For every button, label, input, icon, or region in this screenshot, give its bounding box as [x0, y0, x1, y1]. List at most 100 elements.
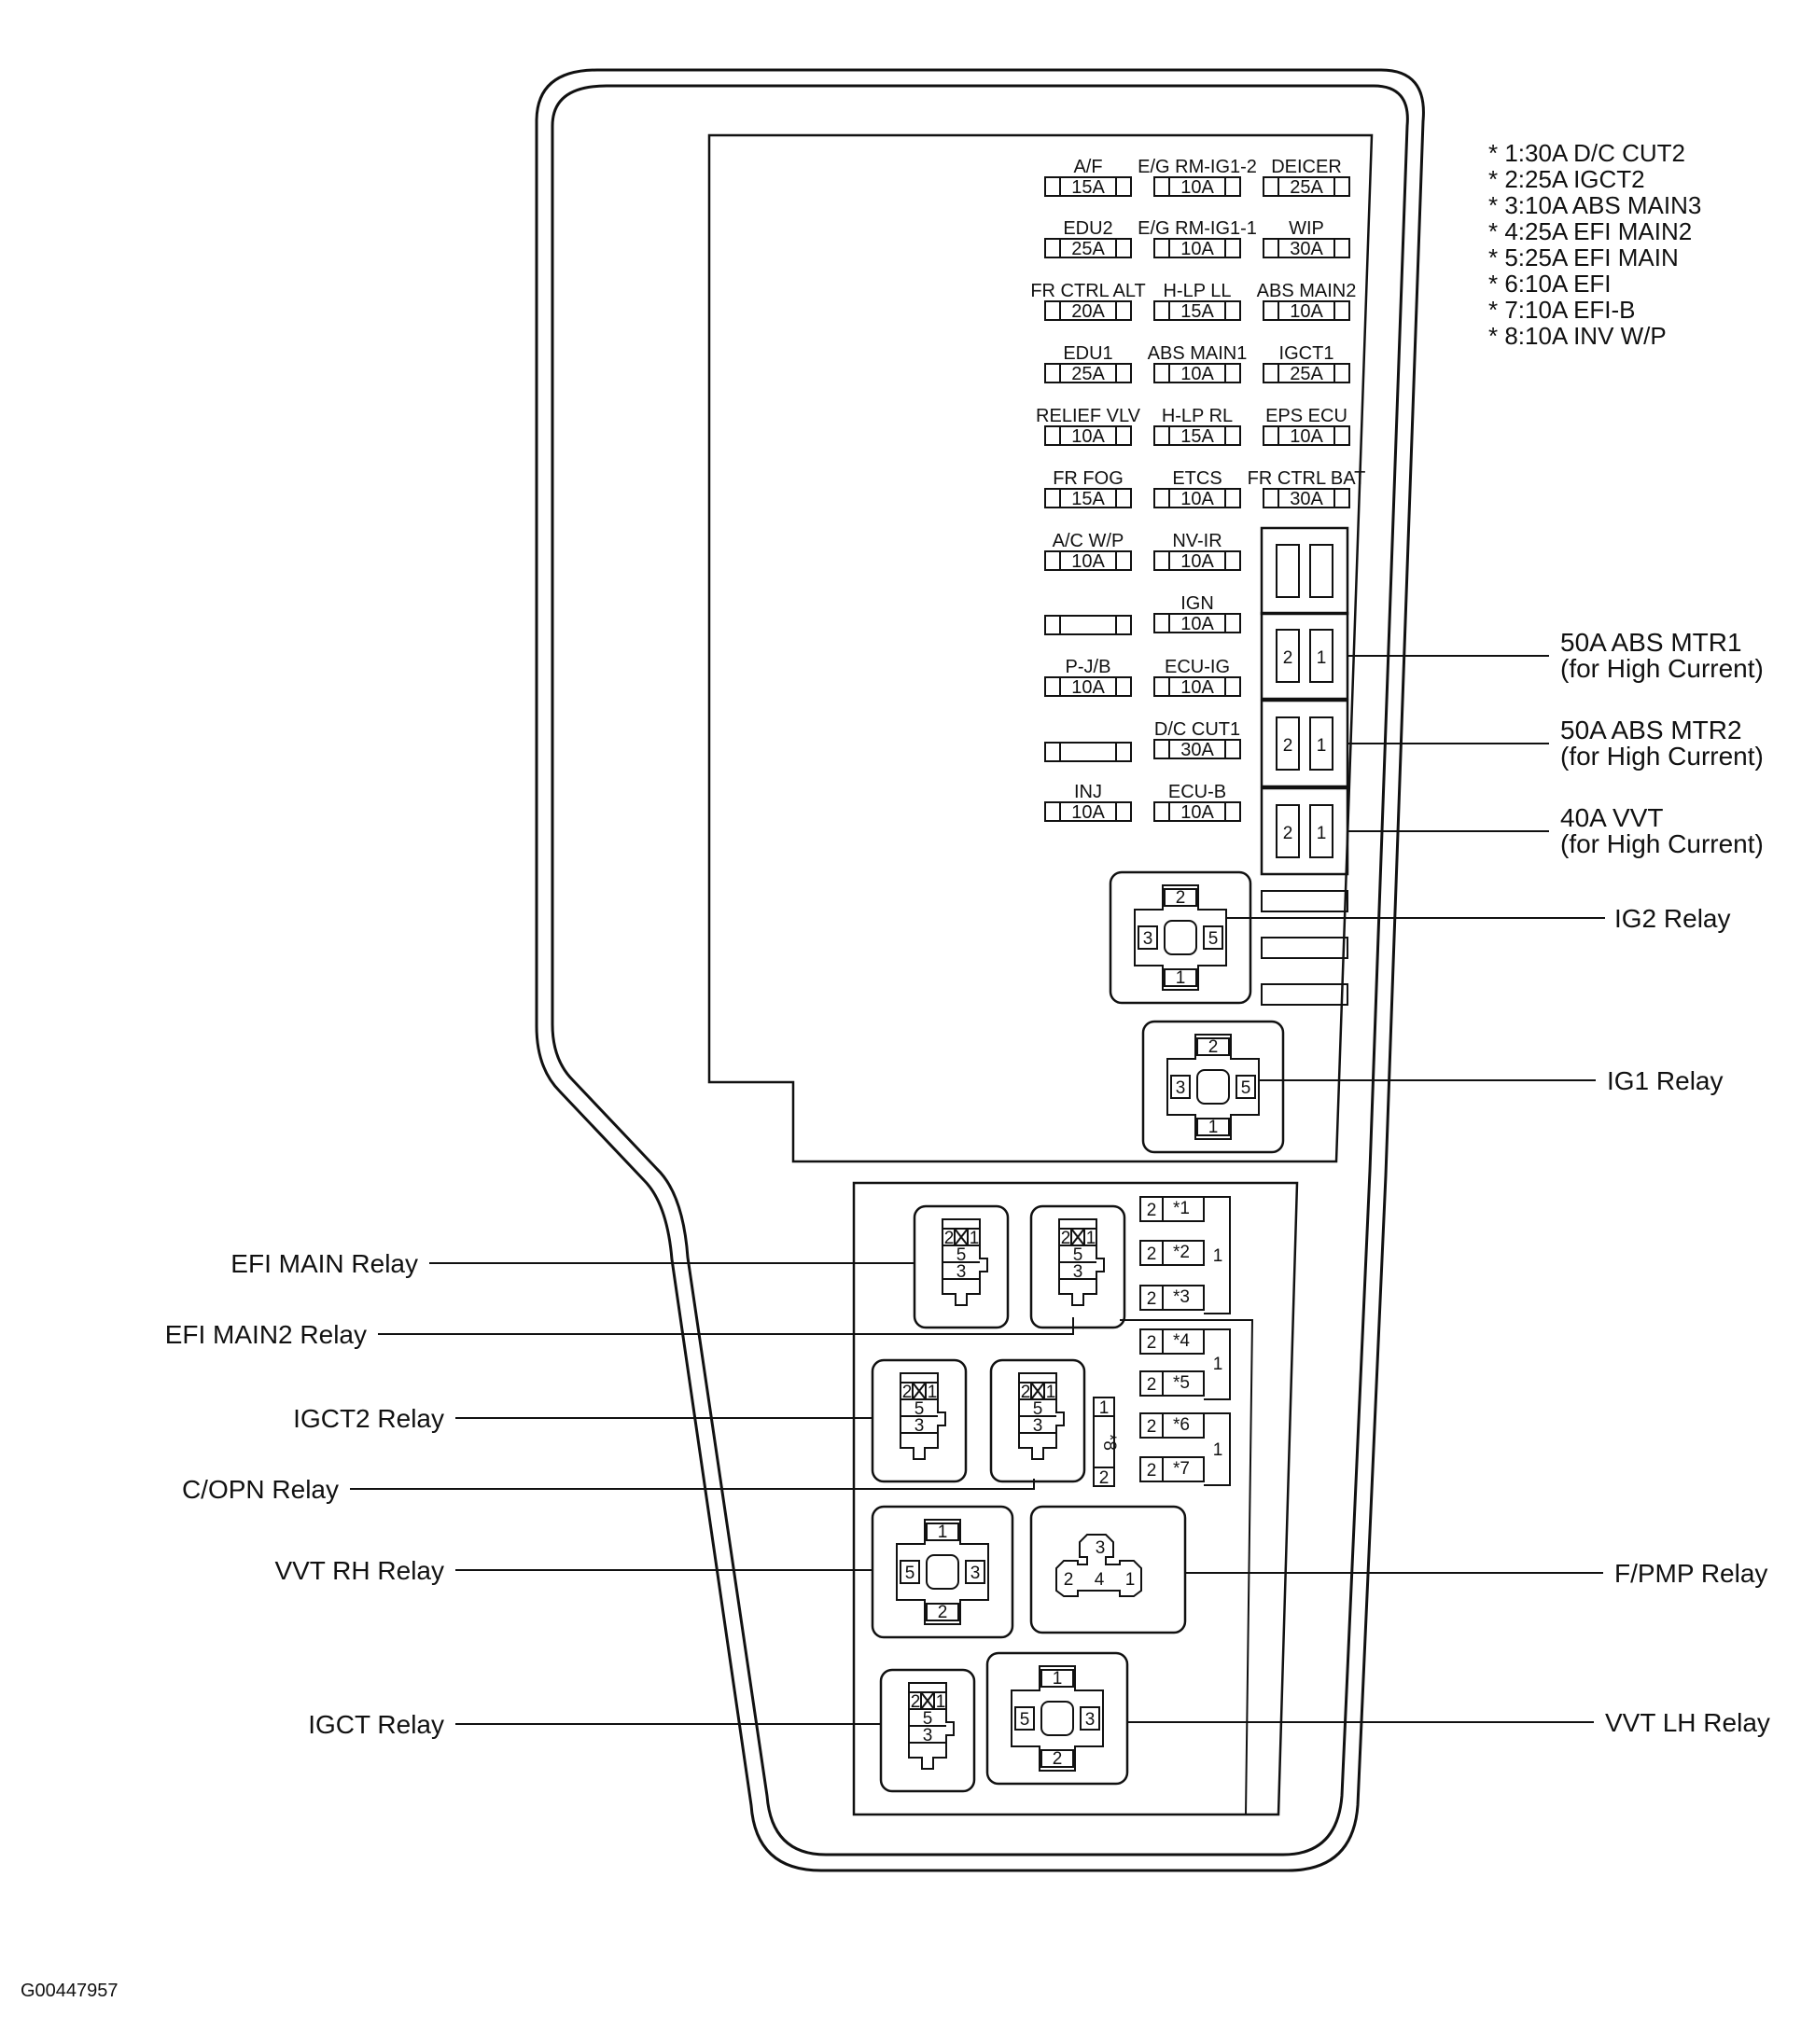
lower-block [852, 1181, 1299, 1816]
fuse-amperage: 10A [1180, 177, 1214, 198]
fuse-name: P-J/B [1066, 657, 1111, 677]
fuse-name: ECU-IG [1165, 657, 1230, 677]
pin-label: 1 [1053, 1669, 1063, 1689]
pin-label: 1 [1099, 1398, 1110, 1418]
legend-item: * 2:25A IGCT2 [1488, 165, 1645, 193]
pin-label: 1 [1317, 648, 1327, 668]
small-fuse: 2*5 [1139, 1370, 1205, 1397]
pin-label: 2 [1283, 736, 1293, 756]
fuse-amperage: 10A [1180, 677, 1214, 698]
igct2-relay: 2 1 5 3 [871, 1358, 968, 1483]
housing-outline [535, 68, 1425, 1872]
fuse-label: *5 [1173, 1373, 1190, 1393]
group-label: 1 [1213, 1355, 1223, 1374]
small-fuse: 2 *4 [1139, 1328, 1205, 1355]
ig2-relay: 2 1 3 5 [1109, 870, 1252, 1005]
fuse-name: ABS MAIN1 [1148, 343, 1248, 364]
fuse-name: ETCS [1172, 468, 1222, 489]
callout-ig2-relay: IG2 Relay [1614, 904, 1731, 933]
figure-id: G00447957 [21, 1981, 119, 2001]
callout-c-opn-relay: C/OPN Relay [182, 1475, 339, 1504]
ig1-relay: 2 1 3 5 [1141, 1020, 1285, 1154]
small-fuse: 2 *6 [1139, 1412, 1205, 1439]
pin-label: 2 [911, 1692, 921, 1712]
fuse-name: ECU-B [1168, 782, 1226, 802]
fuse-name: IGCT1 [1279, 343, 1334, 364]
pin-label: 5 [905, 1564, 915, 1583]
callout-abs-mtr2: 50A ABS MTR2 [1560, 716, 1742, 744]
legend-item: * 5:25A EFI MAIN [1488, 243, 1679, 271]
callout-vvt-lh-relay: VVT LH Relay [1605, 1708, 1770, 1737]
hc-fuse-slot-blank [1260, 526, 1349, 616]
pin-label: 5 [1020, 1710, 1030, 1730]
pin-label: 5 [923, 1709, 933, 1729]
pin-label: 1 [1317, 736, 1327, 756]
fuse-amperage: 10A [1180, 551, 1214, 572]
callout-vvt-rh-relay: VVT RH Relay [274, 1556, 444, 1585]
fuse-label: *8 [1099, 1434, 1119, 1451]
pin-label: 2 [1176, 888, 1186, 908]
fuse-amperage: 25A [1071, 239, 1105, 259]
pin-label: 5 [1241, 1078, 1251, 1098]
fuse-name: EDU1 [1063, 343, 1112, 364]
fuse-label: *4 [1173, 1331, 1190, 1351]
callout-ig1-relay: IG1 Relay [1607, 1066, 1724, 1095]
small-fuse: 2*1 [1139, 1196, 1205, 1222]
legend-item: * 4:25A EFI MAIN2 [1488, 217, 1692, 245]
callout-efi-main2-relay: EFI MAIN2 Relay [165, 1320, 367, 1349]
group-bracket [1204, 1328, 1231, 1400]
pin-label: 2 [1147, 1333, 1157, 1353]
fuse-amperage: 15A [1071, 177, 1105, 198]
fuse-name: WIP [1289, 218, 1324, 239]
callout-efi-main-relay: EFI MAIN Relay [230, 1249, 418, 1278]
fuse-name: H-LP RL [1162, 406, 1233, 426]
hc-fuse-abs-mtr1: 2 1 [1260, 611, 1349, 701]
pin-label: 3 [1096, 1538, 1106, 1558]
pin-label: 2 [1021, 1383, 1031, 1402]
spare-fuse [1044, 615, 1132, 635]
small-fuse-group: 2*12*22*32*42*52*62*7 [1139, 1196, 1205, 1482]
fuse-amperage: 10A [1071, 802, 1105, 823]
pin-label: 2 [1208, 1037, 1219, 1057]
fuse-name: DEICER [1271, 157, 1342, 177]
pin-label: 2 [938, 1603, 948, 1622]
pin-label: 3 [1033, 1416, 1043, 1436]
callout-vvt-fuse: 40A VVT [1560, 803, 1664, 832]
callout-f-pmp-relay: F/PMP Relay [1614, 1559, 1767, 1588]
callout-igct-relay: IGCT Relay [308, 1710, 444, 1739]
fuse-name: NV-IR [1172, 531, 1222, 551]
pin-label: 1 [938, 1523, 948, 1542]
fuse-label: *6 [1173, 1415, 1190, 1435]
fuse-amperage: 10A [1180, 802, 1214, 823]
fuse-name: FR CTRL ALT [1030, 281, 1145, 301]
hc-fuse-vvt: 2 1 [1260, 786, 1349, 876]
fuse-amperage: 10A [1180, 489, 1214, 509]
fuse-amperage: 10A [1071, 426, 1105, 447]
fuse-name: A/C W/P [1053, 531, 1124, 551]
housing-outline-inner [551, 84, 1409, 1856]
pin-label: 2 [1147, 1417, 1157, 1437]
hc-fuse-abs-mtr2: 2 1 [1260, 699, 1349, 788]
fuse-label: *3 [1173, 1287, 1190, 1307]
pin-label: 5 [1033, 1399, 1043, 1419]
pin-label: 3 [1143, 929, 1153, 949]
fuse-name: H-LP LL [1163, 281, 1231, 301]
legend-item: * 6:10A EFI [1488, 270, 1612, 298]
small-fuse: 2*7 [1139, 1456, 1205, 1482]
